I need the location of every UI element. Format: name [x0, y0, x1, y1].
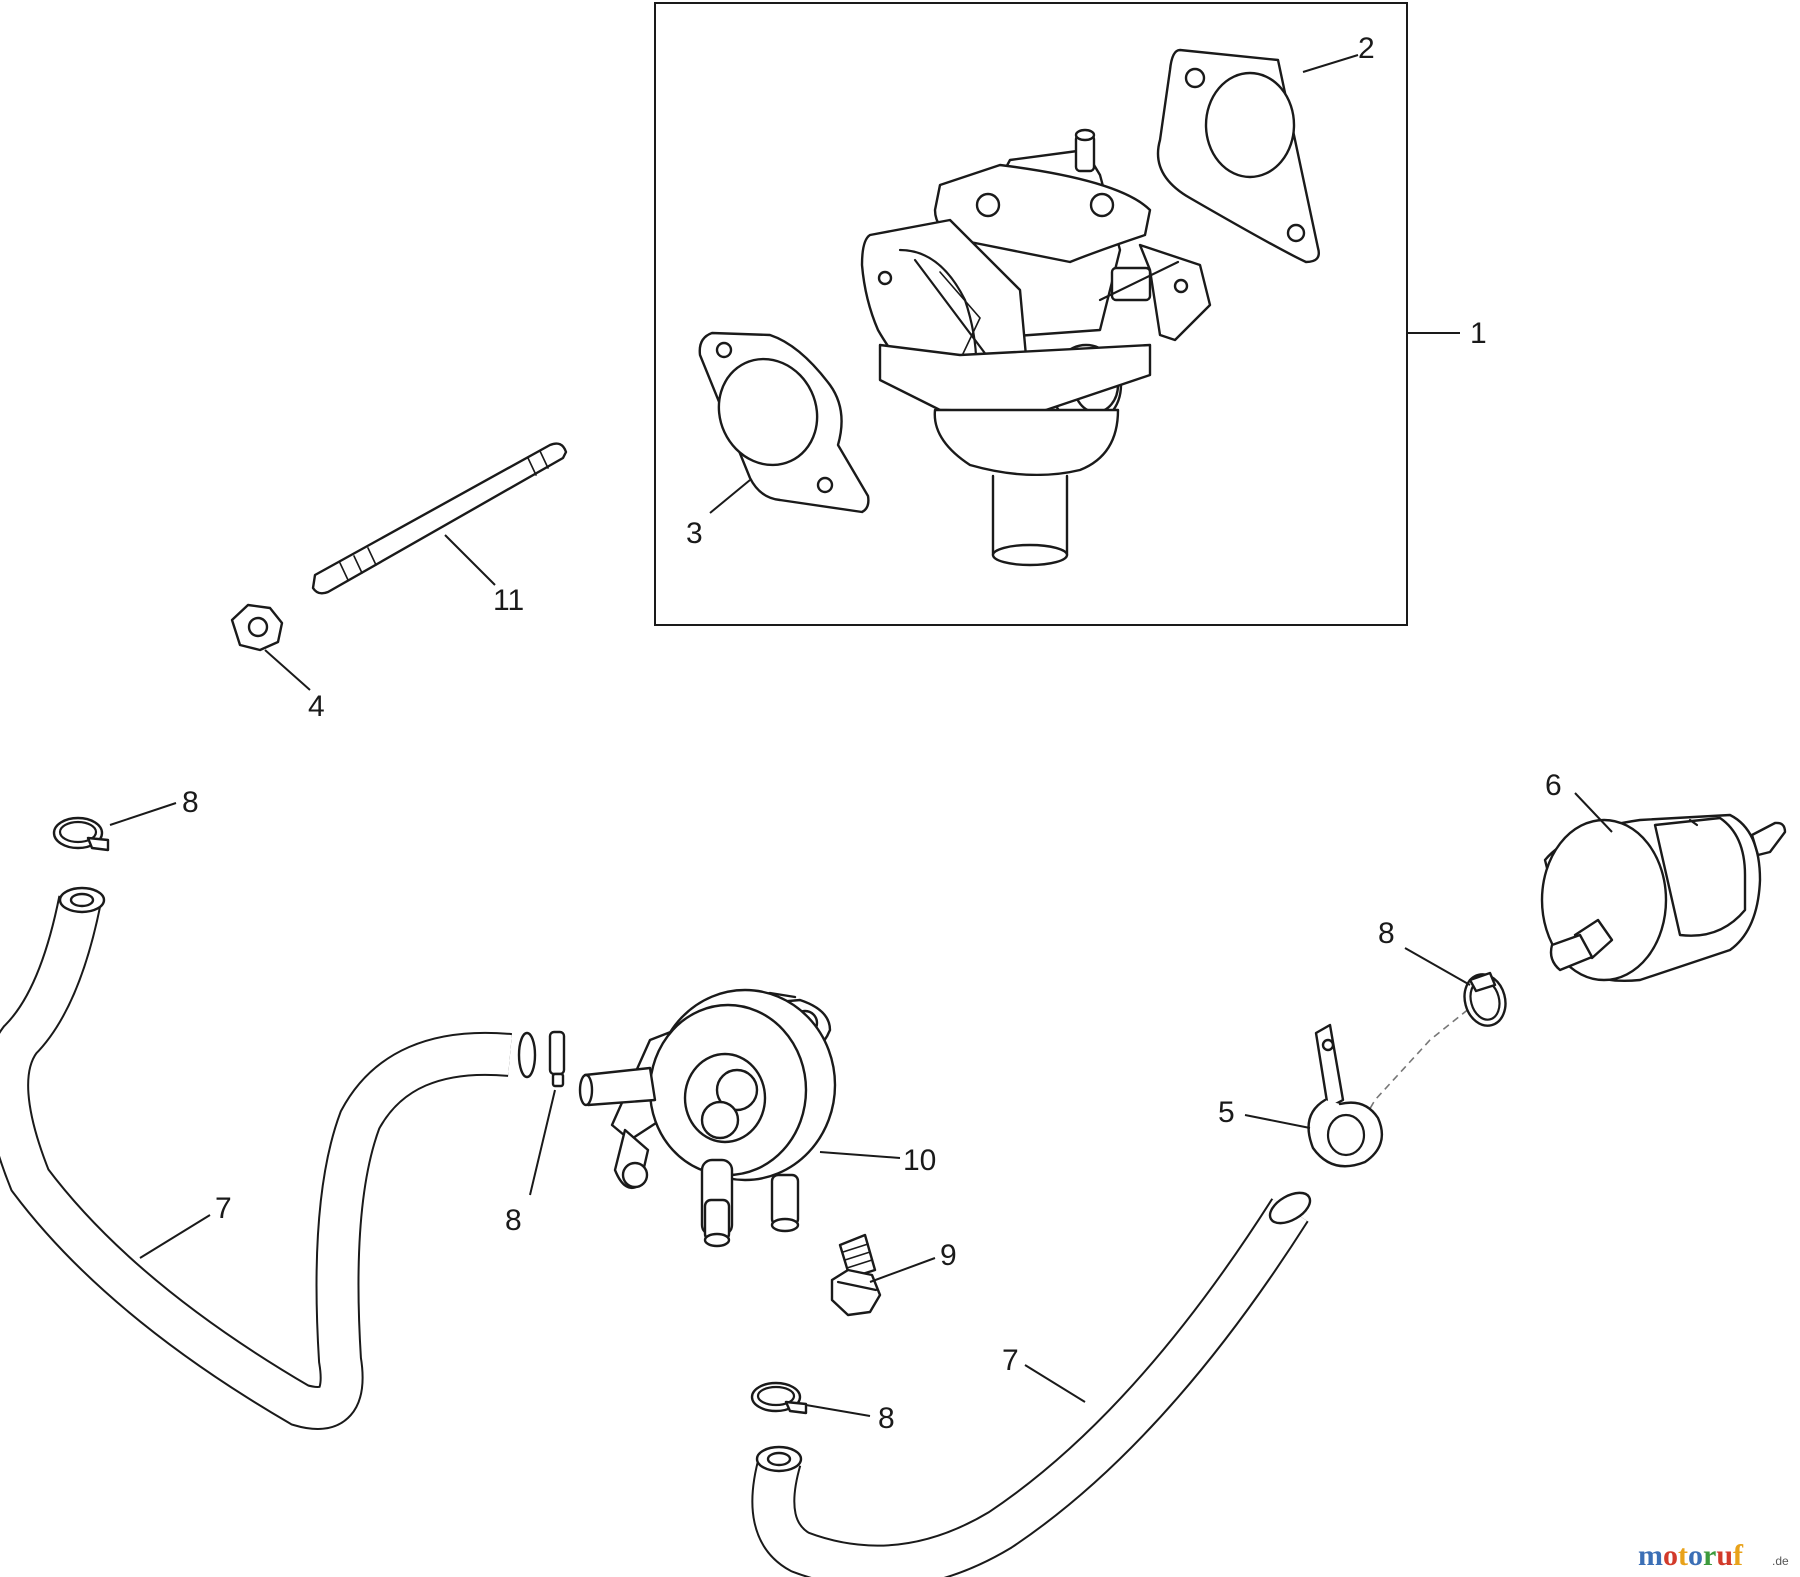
part-8-clamp-bottom: [750, 1381, 808, 1415]
wm-letter: f: [1733, 1539, 1744, 1572]
callout-2: 2: [1358, 32, 1375, 65]
callout-3: 3: [686, 517, 703, 550]
part-7-hose-right: [751, 1191, 1312, 1577]
wm-letter: m: [1638, 1539, 1663, 1572]
watermark-suffix: .de: [1772, 1554, 1789, 1568]
leader-lines: [109, 54, 1613, 1417]
callout-5: 5: [1218, 1096, 1235, 1129]
part-9-bolt: [830, 1233, 882, 1317]
part-3-gasket-bottom: [698, 331, 870, 514]
wm-letter: r: [1703, 1539, 1716, 1572]
part-10-fuel-pump: [578, 988, 837, 1248]
wm-letter: t: [1678, 1539, 1688, 1572]
callout-1: 1: [1470, 317, 1487, 350]
part-11-stud: [311, 442, 568, 595]
part-2-gasket-top: [1156, 48, 1320, 264]
callout-4: 4: [308, 690, 325, 723]
part-6-fuel-filter: [1540, 813, 1787, 982]
part-1-carburetor: [860, 128, 1212, 567]
callout-10: 10: [903, 1144, 936, 1177]
part-8-clamp-middle: [548, 1030, 566, 1088]
carburetor-kit-frame: [654, 2, 1408, 626]
watermark-logo: motoruf .de: [1638, 1539, 1789, 1572]
wm-letter: o: [1688, 1539, 1703, 1572]
callout-8-bottom: 8: [878, 1402, 895, 1435]
part-8-clamp-top-left: [52, 816, 110, 852]
part-8-clamp-filter: [1463, 971, 1507, 1027]
part-7-hose-left: [0, 886, 537, 1430]
callout-6: 6: [1545, 769, 1562, 802]
callout-9: 9: [940, 1239, 957, 1272]
callout-7-left: 7: [215, 1192, 232, 1225]
svg-text:motoruf: motoruf: [1638, 1539, 1744, 1572]
callout-8-middle: 8: [505, 1204, 522, 1237]
part-4-nut: [230, 603, 284, 652]
callout-8-filter: 8: [1378, 917, 1395, 950]
callout-11: 11: [493, 584, 524, 617]
wm-letter: o: [1663, 1539, 1678, 1572]
callout-8-top-left: 8: [182, 786, 199, 819]
wm-letter: u: [1716, 1539, 1733, 1572]
callout-7-right: 7: [1002, 1344, 1019, 1377]
part-5-p-clip: [1307, 1023, 1383, 1168]
